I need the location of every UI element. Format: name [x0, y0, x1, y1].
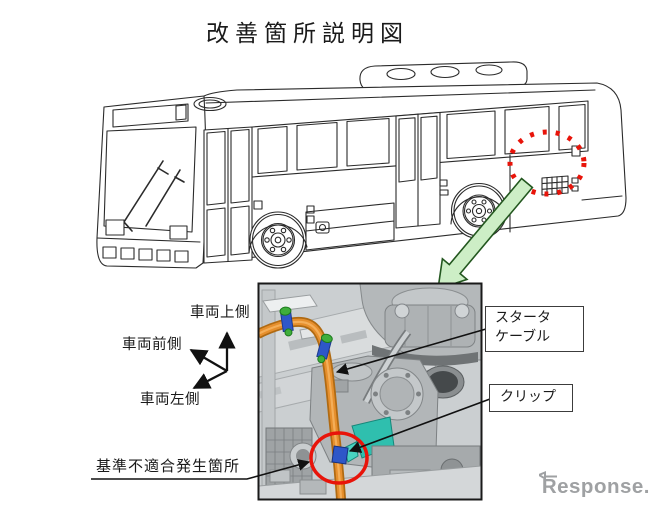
- starter-cable-label-line2: ケーブル: [495, 330, 551, 345]
- response-watermark: Response.: [538, 471, 650, 499]
- starter-cable-leader: [335, 328, 487, 375]
- clip-label: クリップ: [500, 390, 556, 405]
- clip-callout-box: クリップ: [489, 384, 573, 412]
- destination-sign: [112, 103, 189, 128]
- starter-cable-callout-box: スタータ ケーブル: [485, 306, 584, 352]
- page-title: 改善箇所説明図: [206, 21, 409, 46]
- photo-border: [257, 282, 483, 501]
- engine-center-block: [309, 329, 439, 471]
- engine-upper-assembly: [359, 284, 481, 366]
- engine-photo: [257, 282, 483, 501]
- starter-cable-label-line1: スタータ: [495, 311, 551, 326]
- axis-left-arrow: [192, 369, 228, 390]
- windshield: [103, 126, 197, 233]
- clip-leader: [348, 398, 491, 453]
- mounting-bracket: [262, 294, 318, 313]
- middle-door: [395, 111, 441, 229]
- axis-front-arrow: [189, 349, 228, 372]
- defect-location-label: 基準不適合発生箇所: [96, 459, 241, 475]
- orientation-label-up: 車両上側: [190, 305, 250, 321]
- watermark-text: Response.: [541, 475, 650, 498]
- front-door: [203, 126, 253, 264]
- orientation-label-left: 車両左側: [140, 392, 200, 408]
- engine-vent-grille: [541, 145, 581, 196]
- bus-line-drawing: [96, 61, 627, 269]
- defect-highlight-ellipse: [309, 431, 369, 485]
- cable-clip-2: [316, 333, 333, 364]
- defect-clip: [331, 445, 349, 465]
- orientation-label-front: 車両前側: [122, 337, 182, 353]
- defect-location-leader: [91, 459, 311, 480]
- front-bumper: [96, 219, 201, 263]
- callout-leader-lines: [91, 328, 491, 480]
- roof-ac-unit: [359, 61, 528, 93]
- front-wheel: [248, 211, 308, 269]
- defect-area-highlight-circle: [507, 129, 587, 197]
- cable-clip-1: [279, 306, 294, 337]
- engine-lower-assembly: [259, 427, 481, 499]
- orientation-axes: [189, 331, 236, 390]
- watermark-arrow-icon: [538, 471, 557, 479]
